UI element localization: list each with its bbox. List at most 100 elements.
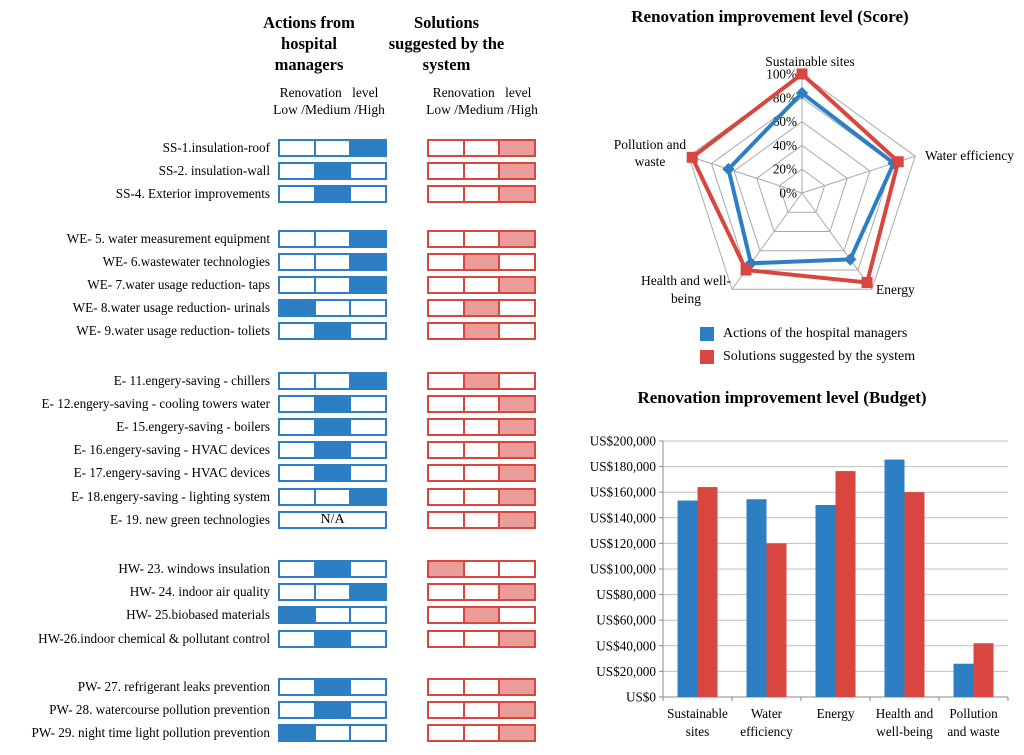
bar-segment-high (349, 231, 386, 246)
bar-segment-medium (462, 301, 499, 316)
bar-segment-medium (313, 324, 350, 339)
item-label: HW- 24. indoor air quality (129, 584, 270, 600)
item-label: E- 15.engery-saving - boilers (116, 418, 270, 434)
radar-marker-diamond (722, 162, 735, 176)
item-label: E- 16.engery-saving - HVAC devices (73, 442, 270, 458)
bar-segment-low (280, 443, 314, 457)
level-bar-managers-medium (278, 678, 387, 696)
budget-y-tick-label: US$160,000 (590, 485, 657, 500)
budget-y-tick-label: US$140,000 (590, 510, 657, 525)
radar-marker-square (686, 151, 698, 163)
budget-y-tick-label: US$0 (626, 690, 656, 705)
budget-x-tick-label: Health and (876, 706, 934, 721)
bar-segment-medium (462, 231, 499, 246)
bar-segment-low (429, 632, 463, 646)
level-bar-system-low (427, 560, 536, 578)
radar-grid-ring (778, 168, 826, 213)
radar-tick-label: 0% (779, 186, 797, 201)
bar-segment-medium (313, 140, 350, 155)
bar-segment-medium (313, 231, 350, 246)
legend-item-managers: Actions of the hospital managers (700, 326, 915, 342)
budget-x-tick-label: Pollution (949, 706, 998, 721)
bar-segment-medium (462, 443, 499, 458)
radar-axis-label: being (671, 291, 701, 306)
bar-segment-medium (462, 726, 499, 741)
bar-segment-low (280, 187, 314, 201)
bar-segment-medium (313, 680, 350, 694)
item-label: E- 12.engery-saving - cooling towers wat… (41, 395, 270, 411)
bar-segment-high (498, 562, 534, 576)
budget-y-tick-label: US$80,000 (596, 587, 656, 602)
radar-axis-label: Sustainable sites (765, 54, 855, 69)
radar-marker-square (892, 156, 904, 168)
radar-marker-diamond (744, 257, 758, 270)
low-medium-high-label: Low /Medium /High (273, 102, 385, 117)
bar-segment-high (349, 419, 385, 434)
bar-segment-low (280, 632, 314, 646)
radar-tick-label: 20% (773, 162, 797, 177)
level-bar-managers-high (278, 138, 387, 157)
bar-segment-high (349, 186, 385, 201)
legend-swatch-blue (700, 327, 714, 341)
radar-axis-label: Health and well- (641, 273, 731, 288)
bar-segment-high (498, 373, 534, 388)
level-bar-managers-high (278, 487, 387, 506)
budget-chart: US$0US$20,000US$40,000US$60,000US$80,000… (590, 434, 1009, 739)
level-bar-managers-medium (278, 560, 387, 578)
bar-segment-medium (313, 585, 350, 600)
level-bar-system-high (427, 583, 536, 602)
bar-segment-high (498, 419, 535, 434)
level-bar-system-high (427, 229, 536, 248)
level-bar-system-medium (427, 299, 536, 318)
bar-segment-medium (462, 324, 499, 339)
bar-segment-high (349, 324, 385, 339)
bar-segment-low (429, 608, 463, 622)
level-bar-system-high (427, 629, 536, 648)
bar-segment-low (280, 703, 314, 717)
bar-segment-low (429, 466, 463, 480)
radar-marker-square (861, 277, 873, 289)
radar-axis-label: Energy (876, 282, 915, 297)
radar-series-managers (726, 91, 896, 266)
budget-y-tick-label: US$40,000 (596, 638, 656, 653)
radar-legend: Actions of the hospital managers Solutio… (700, 326, 915, 372)
bar-segment-medium (462, 562, 499, 576)
bar-segment-medium (462, 373, 499, 388)
bar-segment-low (280, 255, 314, 269)
bar-segment-high (498, 631, 535, 646)
item-label: PW- 29. night time light pollution preve… (31, 725, 270, 741)
item-label: HW-26.indoor chemical & pollutant contro… (38, 630, 270, 646)
bar-segment-high (349, 254, 386, 269)
item-label: SS-2. insulation-wall (158, 162, 270, 178)
bar-segment-low (280, 324, 314, 338)
bar-segment-medium (313, 466, 350, 481)
budget-x-tick-label: sites (686, 724, 709, 739)
item-label: E- 11.engery-saving - chillers (113, 372, 270, 388)
radar-axis-label: Water efficiency (925, 148, 1014, 163)
radar-grid-ring (733, 120, 871, 252)
level-bar-managers-medium (278, 441, 387, 460)
budget-bar-managers-0 (677, 500, 698, 697)
bar-segment-low (429, 141, 463, 155)
budget-x-tick-label: Water (751, 706, 783, 721)
bar-segment-medium (313, 489, 350, 504)
bar-segment-low (280, 490, 314, 504)
item-label: WE- 7.water usage reduction- taps (87, 276, 270, 292)
bar-segment-low (280, 726, 314, 741)
level-bar-managers-low (278, 724, 387, 743)
level-bar-system-high (427, 487, 536, 506)
bar-segment-high (349, 373, 386, 388)
bar-segment-low (429, 585, 463, 599)
bar-segment-high (498, 277, 535, 292)
bar-segment-medium (313, 373, 350, 388)
budget-y-tick-label: US$180,000 (590, 459, 657, 474)
item-label: WE- 5. water measurement equipment (66, 230, 270, 246)
radar-chart: 0%20%40%60%80%100%Sustainable sitesWater… (614, 54, 1014, 306)
budget-chart-title: Renovation improvement level (Budget) (637, 388, 927, 407)
bar-segment-high (349, 489, 386, 504)
radar-axis-label: waste (635, 154, 666, 169)
level-bar-system-high (427, 275, 536, 294)
bar-segment-low (280, 466, 314, 480)
bar-segment-medium (462, 680, 499, 694)
